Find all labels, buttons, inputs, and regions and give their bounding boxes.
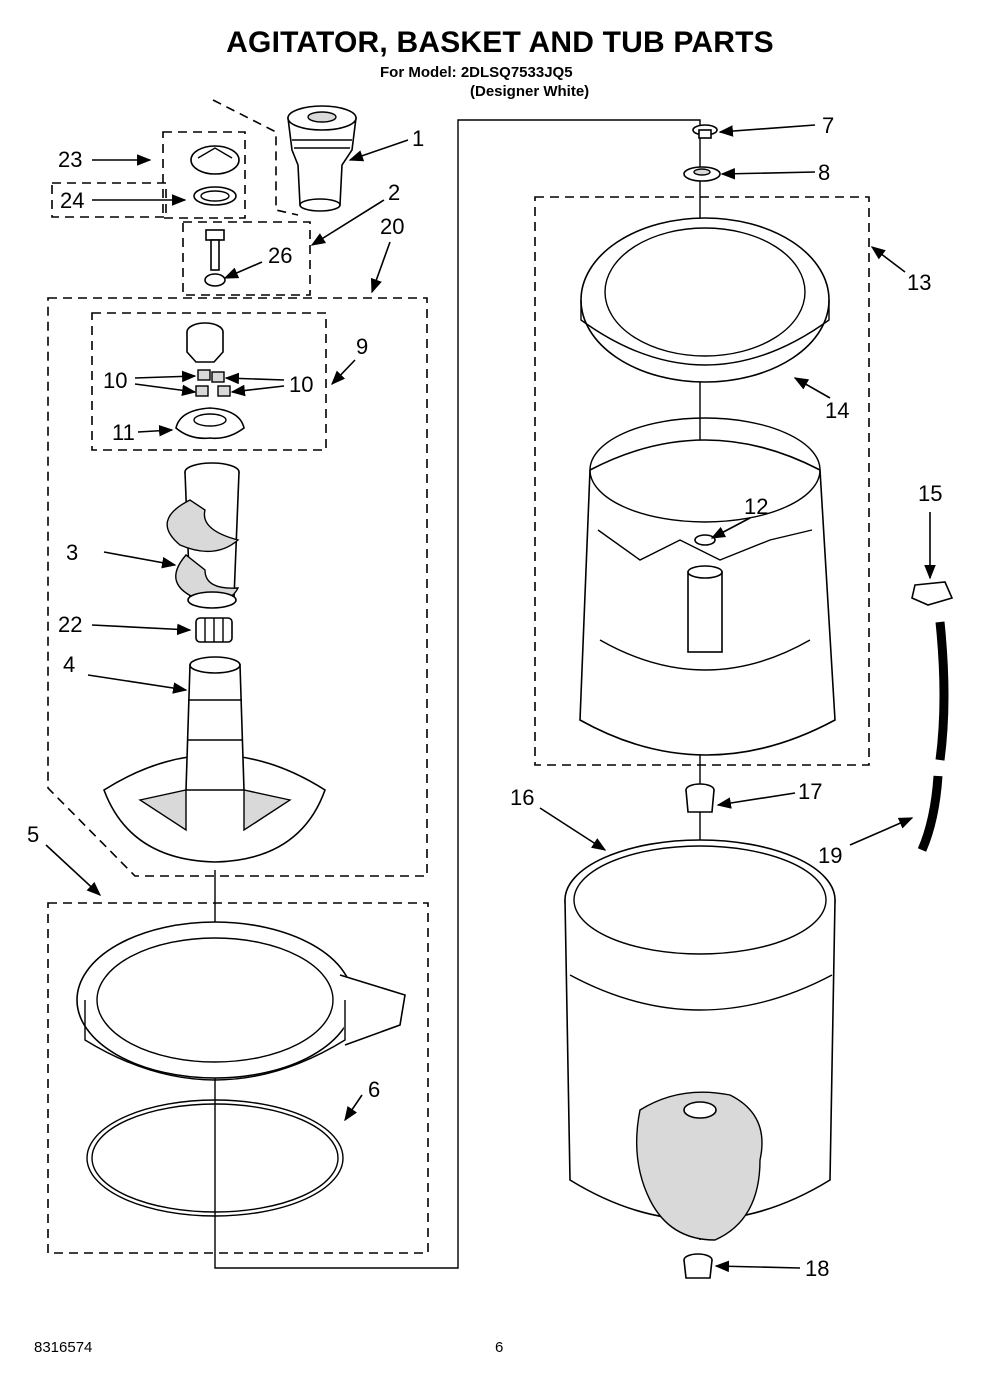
callout-9: 9 [356, 334, 368, 359]
callout-8: 8 [818, 160, 830, 185]
callout-20: 20 [380, 214, 404, 239]
auger-part-3 [166, 462, 240, 609]
hose-part-19-lower [917, 775, 943, 852]
page-number: 6 [495, 1339, 504, 1356]
callout-15: 15 [918, 481, 942, 506]
hose-fitting-part-15 [911, 581, 954, 606]
model-line: For Model: 2DLSQ7533JQ5 [380, 64, 573, 81]
callout-3: 3 [66, 540, 78, 565]
group-box-9 [91, 312, 327, 451]
callout-13: 13 [907, 270, 931, 295]
outer-tub-part-16 [564, 839, 836, 1241]
leader-7 [718, 124, 816, 137]
leader-4 [87, 674, 188, 694]
nut-part-12 [694, 534, 716, 546]
leader-20 [370, 241, 391, 294]
washer-part-8 [683, 166, 721, 182]
callout-17: 17 [798, 779, 822, 804]
leader-12 [710, 517, 751, 539]
leader-10b-1 [224, 372, 285, 385]
cam-part-9 [175, 322, 245, 440]
document-number: 8316574 [34, 1339, 93, 1356]
leader-2 [310, 199, 385, 246]
group-box-20 [47, 297, 428, 877]
leader-5 [45, 844, 102, 896]
cap-part-23 [190, 145, 240, 206]
dispenser-part-1 [287, 105, 357, 212]
balance-ring-part-14 [580, 217, 830, 383]
drive-part-22 [195, 617, 233, 643]
nut-part-7 [692, 124, 718, 139]
callout-26: 26 [268, 243, 292, 268]
leader-6 [344, 1094, 363, 1122]
callout-1: 1 [412, 126, 424, 151]
group-box-13 [534, 196, 870, 766]
callout-18: 18 [805, 1256, 829, 1281]
callout-14: 14 [825, 398, 849, 423]
group-box-5 [47, 902, 429, 1254]
leader-10a-1 [134, 370, 197, 383]
callout-10b: 10 [289, 372, 313, 397]
group-box-26 [182, 221, 311, 296]
leader-10a-2 [134, 383, 197, 396]
callout-4: 4 [63, 652, 75, 677]
leader-17 [716, 792, 796, 809]
group-box-23 [162, 131, 246, 219]
leader-13 [870, 246, 906, 273]
callout-10a: 10 [103, 368, 127, 393]
callout-22: 22 [58, 612, 82, 637]
dispenser-link [212, 99, 299, 216]
leader-22 [91, 623, 192, 636]
basket [579, 417, 836, 756]
callout-11: 11 [112, 420, 135, 445]
agitator-base-part-4 [103, 656, 326, 863]
callout-5: 5 [27, 822, 39, 847]
callout-19: 19 [818, 843, 842, 868]
leader-11 [137, 425, 174, 437]
callout-7: 7 [822, 113, 834, 138]
leader-18 [714, 1260, 801, 1273]
tub-seal-inner [91, 1103, 339, 1213]
page-title: AGITATOR, BASKET AND TUB PARTS [226, 26, 774, 59]
tub-seal-part-6 [86, 1099, 344, 1217]
callout-23: 23 [58, 147, 82, 172]
tub-ring-part-5 [76, 921, 406, 1081]
callout-24: 24 [60, 188, 84, 213]
fitting-part-17 [685, 783, 715, 813]
callout-12: 12 [744, 494, 768, 519]
leader-3 [103, 551, 177, 569]
leader-14 [793, 377, 831, 399]
nut-part-18 [683, 1253, 713, 1279]
leader-19 [849, 817, 914, 846]
bolt-part-26 [204, 229, 226, 287]
callout-6: 6 [368, 1077, 380, 1102]
hose-part-19-upper [935, 621, 949, 761]
variant-line: (Designer White) [470, 83, 590, 100]
leader-26 [223, 261, 263, 279]
leader-1 [348, 139, 409, 162]
callout-16: 16 [510, 785, 534, 810]
leader-16 [539, 807, 607, 851]
leader-8 [720, 167, 816, 180]
leader-9 [331, 359, 356, 386]
leader-10b-2 [230, 384, 285, 397]
callout-2: 2 [388, 180, 400, 205]
group-box-24 [51, 182, 167, 218]
